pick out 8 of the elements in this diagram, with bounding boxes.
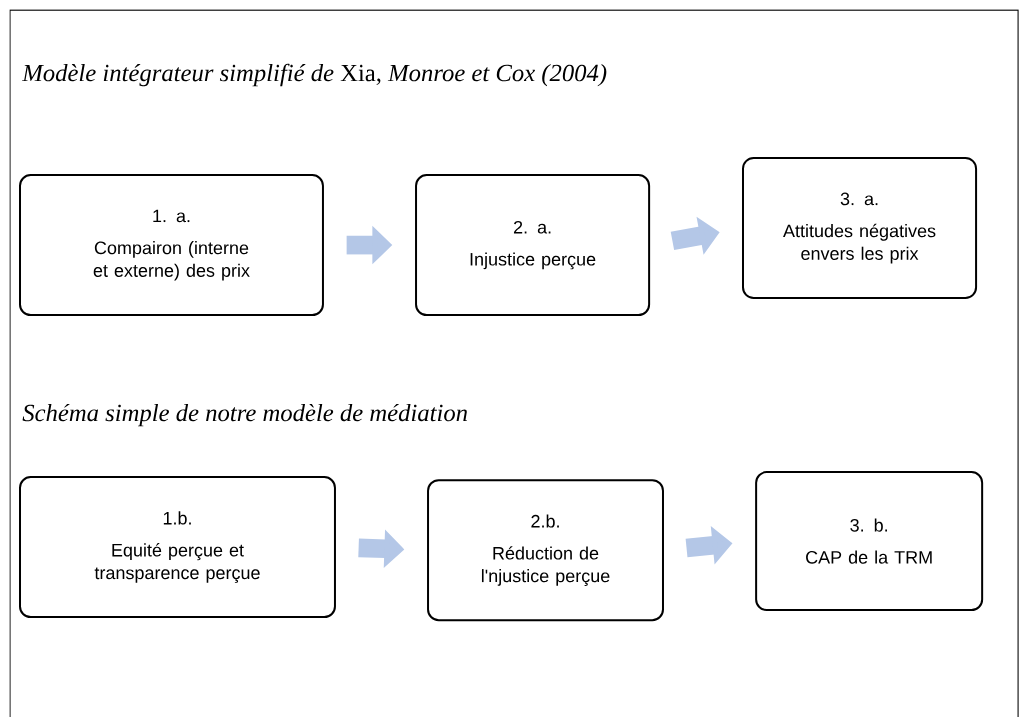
process-box: 1. a. Compairon (interne et externe) des prix [19,174,324,317]
process-box: 3. b. CAP de la TRM [755,471,984,612]
section-heading: Modèle intégrateur simplifié de Xia, Monroe et Cox (2004) [22,63,607,87]
process-box: 3. a. Attitudes négatives envers les prix [742,156,978,299]
process-box: 2. a. Injustice perçue [415,174,651,317]
process-box: 2.b. Réduction de l'njustice perçue [427,479,664,622]
section-heading: Schéma simple de notre modèle de médiation [22,403,467,427]
process-box: 1.b. Equité perçue et transparence perçue [19,476,336,619]
